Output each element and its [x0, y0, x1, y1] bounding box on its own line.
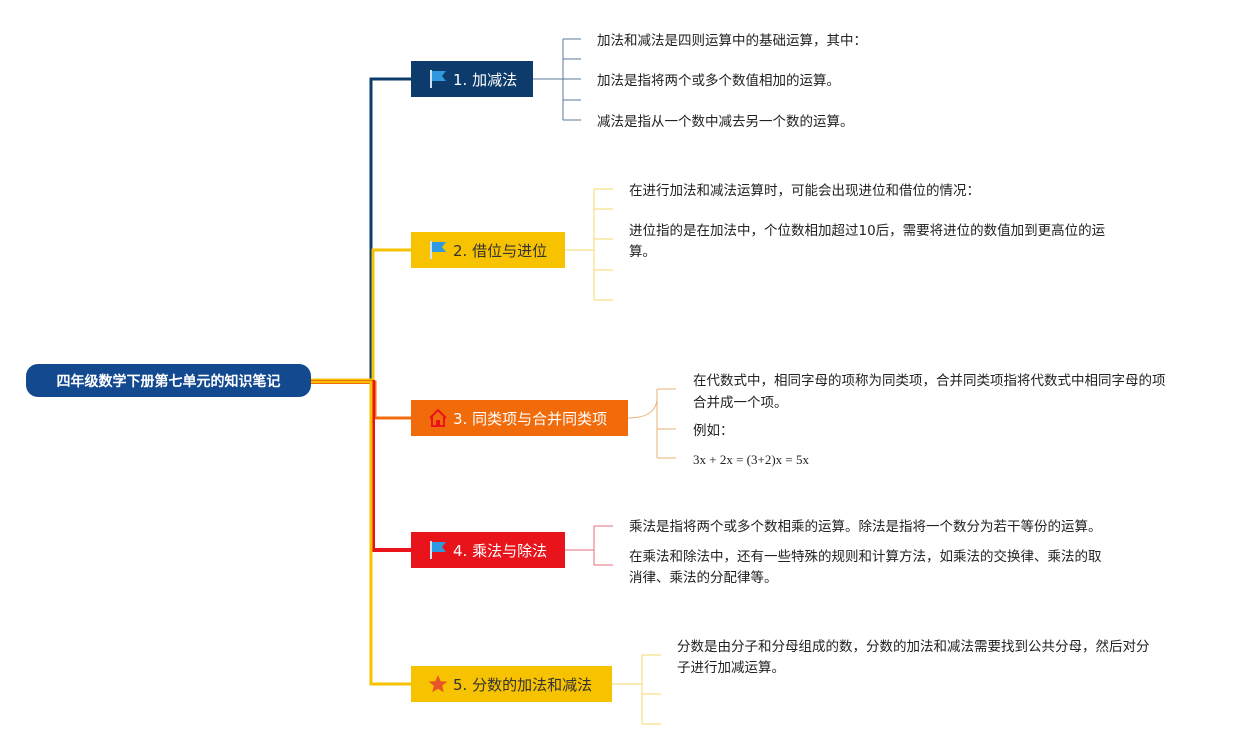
branch-label-5: 5. 分数的加法和减法 — [453, 675, 593, 694]
branch-node-3[interactable]: 3. 同类项与合并同类项 — [411, 400, 628, 436]
branch-label-4: 4. 乘法与除法 — [453, 541, 548, 560]
leaf-5-1: 分数是由分子和分母组成的数，分数的加法和减法需要找到公共分母，然后对分 — [677, 639, 1150, 655]
connector-branch-3 — [311, 380, 411, 420]
bracket-branch-5 — [612, 654, 661, 725]
branch-node-2[interactable]: 2. 借位与进位 — [411, 232, 565, 268]
leaf-4-1: 乘法是指将两个或多个数相乘的运算。除法是指将一个数分为若干等份的运算。 — [629, 519, 1102, 535]
star-icon — [428, 675, 448, 693]
leaf-2-1: 在进行加法和减法运算时，可能会出现进位和借位的情况： — [629, 183, 980, 199]
leaf-1-2: 加法是指将两个或多个数值相加的运算。 — [597, 73, 840, 89]
leaf-1-3: 减法是指从一个数中减去另一个数的运算。 — [597, 114, 854, 130]
bracket-branch-1 — [533, 38, 581, 121]
root-title: 四年级数学下册第七单元的知识笔记 — [56, 373, 281, 390]
flag-icon — [430, 241, 446, 259]
branch-label-2: 2. 借位与进位 — [453, 241, 548, 260]
leaf-4-2: 在乘法和除法中，还有一些特殊的规则和计算方法，如乘法的交换律、乘法的取 — [629, 549, 1102, 565]
leaf-5-2: 子进行加减运算。 — [677, 660, 785, 676]
branch-node-4[interactable]: 4. 乘法与除法 — [411, 532, 565, 568]
bracket-branch-4 — [565, 525, 613, 566]
connector-branch-5 — [311, 380, 411, 686]
leaf-3-4: 3x + 2x = (3+2)x = 5x — [693, 452, 809, 467]
bracket-branch-2 — [565, 188, 613, 301]
connector-branch-1 — [311, 77, 411, 382]
bracket-branch-3 — [627, 388, 676, 459]
leaf-4-3: 消律、乘法的分配律等。 — [629, 570, 778, 586]
connector-branch-2 — [311, 248, 411, 382]
leaf-2-2: 进位指的是在加法中，个位数相加超过10后，需要将进位的数值加到更高位的运 — [629, 223, 1106, 239]
leaf-2-3: 算。 — [629, 244, 656, 260]
leaf-1-1: 加法和减法是四则运算中的基础运算，其中： — [597, 33, 867, 49]
leaf-3-3: 例如： — [693, 423, 734, 439]
root-node[interactable]: 四年级数学下册第七单元的知识笔记 — [26, 364, 311, 397]
branch-label-3: 3. 同类项与合并同类项 — [453, 409, 608, 428]
connector-branch-4 — [311, 380, 411, 552]
branch-node-5[interactable]: 5. 分数的加法和减法 — [411, 666, 612, 702]
leaf-3-1: 在代数式中，相同字母的项称为同类项，合并同类项指将代数式中相同字母的项 — [693, 373, 1166, 389]
leaf-3-2: 合并成一个项。 — [693, 395, 788, 411]
flag-icon — [430, 541, 446, 559]
branch-node-1[interactable]: 1. 加减法 — [411, 61, 533, 97]
branch-label-1: 1. 加减法 — [453, 70, 518, 89]
house-icon — [429, 408, 447, 427]
flag-icon — [430, 70, 446, 88]
